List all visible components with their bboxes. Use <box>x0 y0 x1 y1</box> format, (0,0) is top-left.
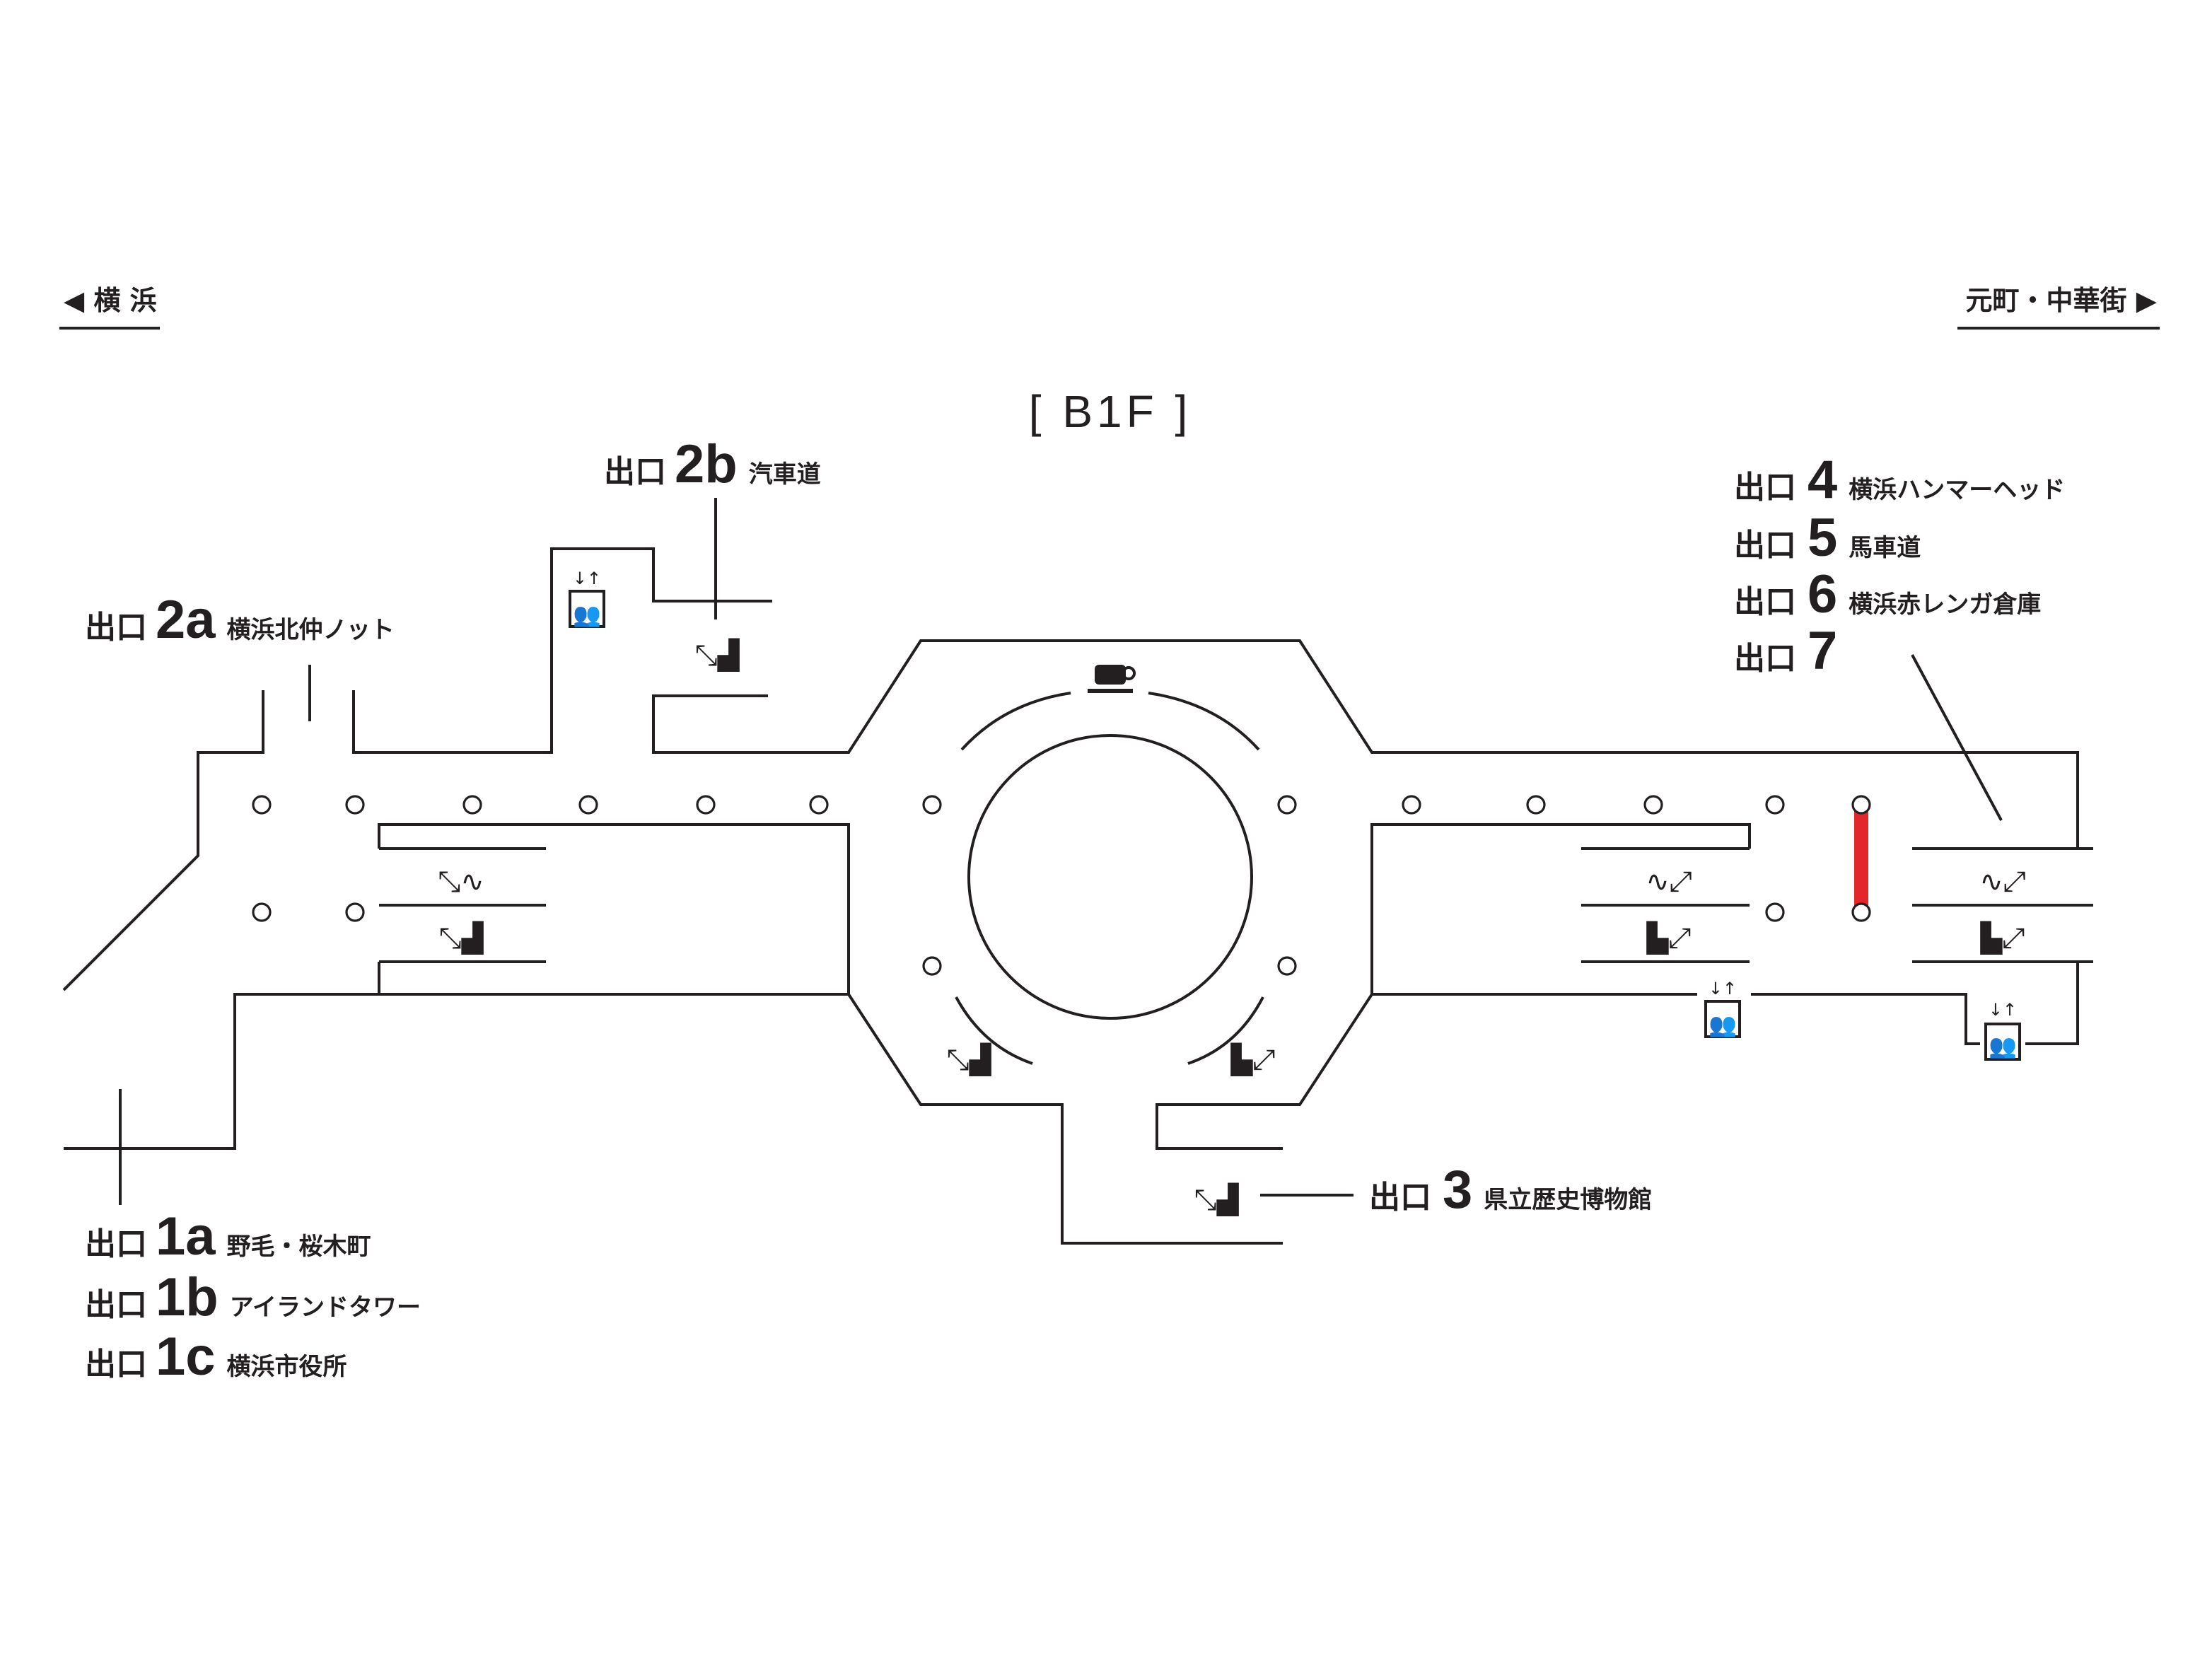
stairs-icon: ⤡▟ <box>439 921 484 955</box>
stairs-icon: ▙⤢ <box>1230 1042 1276 1076</box>
escalator-icon: ∿⤢ <box>1979 866 2026 898</box>
nav-motomachi-chukagai[interactable]: 元町・中華街 ▶ <box>1966 285 2158 316</box>
cafe-icon <box>1088 665 1136 693</box>
escalator-icon: ⤡∿ <box>438 866 484 898</box>
pillar <box>1851 795 1871 815</box>
svg-text:↓↑: ↓↑ <box>1989 1000 2017 1020</box>
stairs-icon: ▙⤢ <box>1980 921 2025 955</box>
svg-text:👥: 👥 <box>1989 1032 2017 1059</box>
stairs-icon: ⤡▟ <box>1194 1182 1240 1216</box>
stairs-icon: ▙⤢ <box>1646 921 1692 955</box>
pillar <box>1851 902 1871 922</box>
stairs-icon: ⤡▟ <box>695 638 740 672</box>
leader-lines <box>119 498 2003 1205</box>
elevator-icon: ↓↑ 👥 <box>569 569 605 628</box>
svg-text:↓↑: ↓↑ <box>1709 979 1737 999</box>
svg-text:出口7: 出口7 <box>1734 621 1837 681</box>
central-atrium <box>967 734 1253 1020</box>
elevator-icon: ↓↑ 👥 <box>1704 979 1741 1038</box>
svg-text:👥: 👥 <box>1709 1011 1737 1038</box>
escalator-icon: ∿⤢ <box>1646 866 1692 898</box>
concourse-walls <box>62 547 2093 1245</box>
svg-text:↓↑: ↓↑ <box>573 569 601 588</box>
elevator-icon: ↓↑ 👥 <box>1984 1000 2021 1061</box>
stairs-icon: ⤡▟ <box>947 1042 992 1076</box>
nav-yokohama[interactable]: ◀ 横 浜 <box>64 285 157 316</box>
svg-text:👥: 👥 <box>573 601 601 628</box>
pillars <box>252 795 1785 976</box>
floor-label: [ B1F ] <box>1029 386 1192 437</box>
